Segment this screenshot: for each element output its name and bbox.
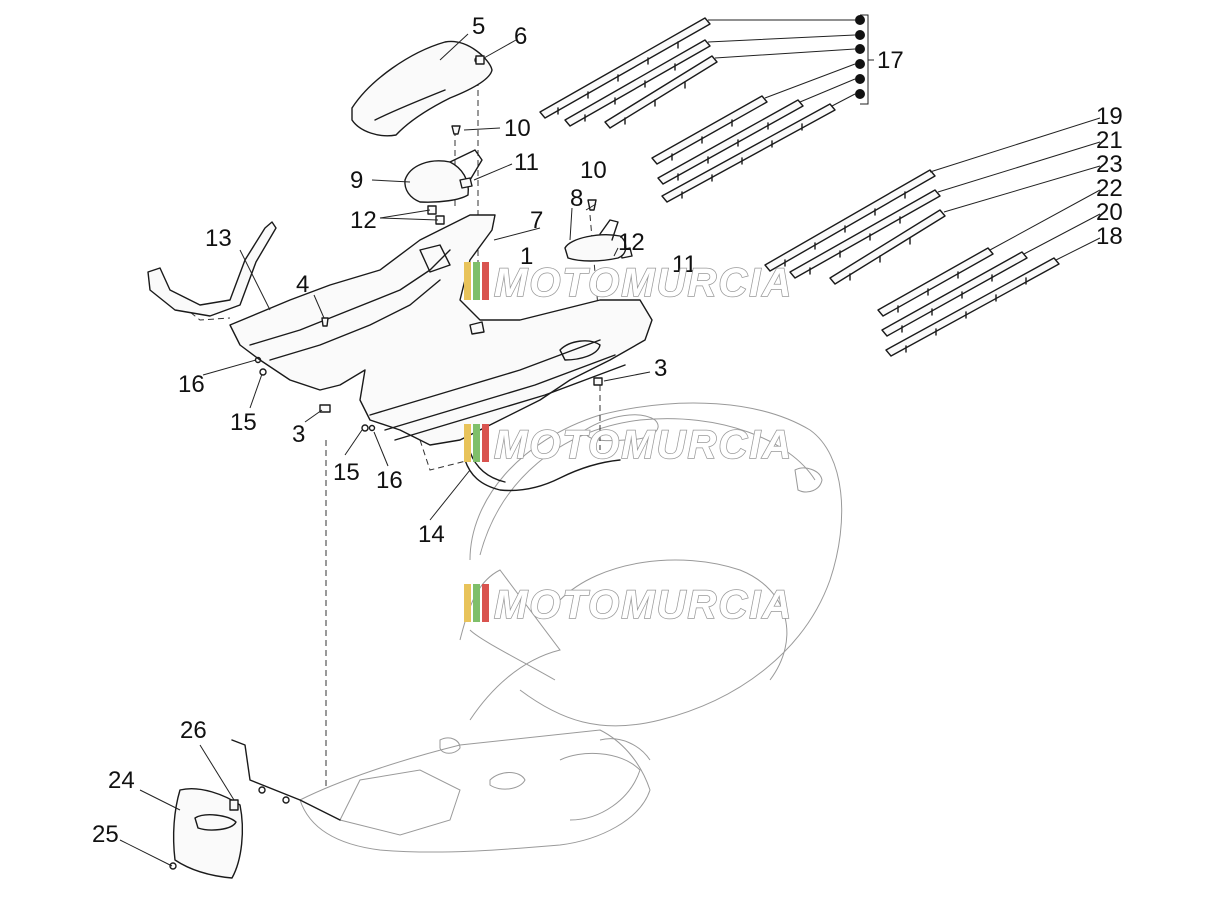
callout-11b: 11 [672, 251, 697, 278]
trim-strips [539, 17, 1060, 357]
callout-22: 22 [1096, 175, 1123, 202]
callout-6: 6 [514, 23, 527, 50]
callout-10b: 10 [580, 157, 607, 184]
callout-15: 15 [230, 409, 257, 436]
callout-12: 12 [350, 207, 377, 234]
part-25-screw [169, 862, 177, 870]
trim-strip-2 [564, 39, 711, 127]
callout-5: 5 [472, 13, 485, 40]
callout-25: 25 [92, 821, 119, 848]
callout-13: 13 [205, 225, 232, 252]
watermark-stripe [482, 424, 489, 462]
trim-strip-10 [877, 247, 994, 317]
watermark-3: MOTOMURCIA [464, 582, 793, 628]
trim-strip-1 [539, 17, 711, 119]
callout-9: 9 [350, 167, 363, 194]
trim-strip-9 [829, 209, 946, 285]
trim-strip-3 [604, 55, 718, 129]
watermark-stripe [464, 424, 471, 462]
trim-strip-11 [881, 251, 1028, 337]
callout-7: 7 [530, 207, 543, 234]
bracket-dot [855, 30, 865, 40]
callout-26: 26 [180, 717, 207, 744]
watermark-text: MOTOMURCIA [494, 261, 793, 305]
callout-14: 14 [418, 521, 445, 548]
bracket-dot [855, 89, 865, 99]
bracket-dot [855, 59, 865, 69]
callout-11: 11 [514, 149, 539, 176]
part-6-screw [475, 55, 485, 65]
callout-8: 8 [570, 185, 583, 212]
callout-labels: 5 6 10 9 11 10 8 12 7 12 1 11 13 4 16 15… [92, 13, 1123, 848]
callout-15b: 15 [333, 459, 360, 486]
watermark-stripe [482, 262, 489, 300]
part-8-grip [564, 219, 627, 262]
lower-floor-bracket [231, 739, 341, 821]
part-13-strip [147, 221, 277, 317]
bracket-17 [707, 14, 874, 107]
trim-strip-5 [657, 99, 804, 185]
callout-18: 18 [1096, 223, 1123, 250]
callout-20: 20 [1096, 199, 1123, 226]
trim-strip-4 [651, 95, 768, 165]
trim-strip-12 [885, 257, 1060, 357]
watermark-stripe [482, 584, 489, 622]
part-26-bolts [229, 786, 290, 811]
callout-16b: 16 [376, 467, 403, 494]
callout-4: 4 [296, 271, 309, 298]
small-hardware [254, 205, 603, 432]
callout-21: 21 [1096, 127, 1123, 154]
watermark-stripe [464, 584, 471, 622]
watermark-stripe [473, 424, 480, 462]
leader-lines [119, 33, 1101, 867]
callout-19: 19 [1096, 103, 1123, 130]
part-5-cover [351, 40, 493, 137]
callout-10: 10 [504, 115, 531, 142]
trim-strip-6 [661, 103, 836, 203]
bracket-dot [855, 15, 865, 25]
bracket-dot [855, 74, 865, 84]
watermark-stripe [473, 584, 480, 622]
part-9-grip [404, 149, 483, 203]
part-24-cover [172, 788, 244, 879]
bracket-dot [855, 44, 865, 54]
callout-24: 24 [108, 767, 135, 794]
callout-17: 17 [877, 47, 904, 74]
watermark-stripe [464, 262, 471, 300]
trim-strip-7 [764, 169, 936, 272]
watermark-2: MOTOMURCIA [464, 422, 793, 468]
part-14-strip [464, 451, 621, 492]
trim-strip-8 [789, 189, 941, 279]
callout-3b: 3 [654, 355, 667, 382]
callout-1: 1 [520, 243, 533, 270]
callout-16: 16 [178, 371, 205, 398]
floorboard-main [229, 214, 653, 446]
watermark-text: MOTOMURCIA [494, 583, 793, 627]
watermark-stripe [473, 262, 480, 300]
watermark-1: MOTOMURCIA [464, 260, 793, 306]
callout-3: 3 [292, 421, 305, 448]
watermark-text: MOTOMURCIA [494, 423, 793, 467]
callout-12b: 12 [618, 229, 645, 256]
callout-23: 23 [1096, 151, 1123, 178]
